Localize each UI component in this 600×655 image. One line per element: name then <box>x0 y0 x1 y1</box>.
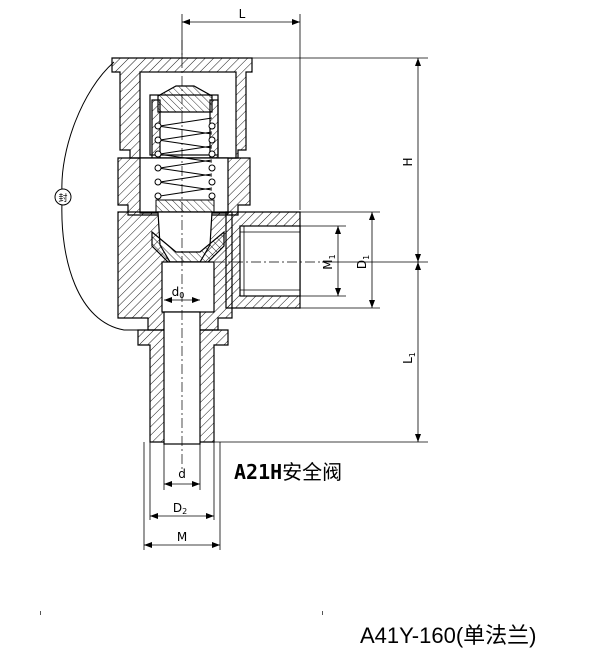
dim-label-H: H <box>401 157 415 166</box>
dimension-lines <box>143 14 428 550</box>
caption: A41Y-160(单法兰) <box>360 623 537 648</box>
dim-label-D1: D1 <box>355 255 371 269</box>
dim-label-d0: d0 <box>172 285 185 300</box>
dim-label-M: M <box>177 530 187 544</box>
dim-label-M1: M1 <box>321 254 337 269</box>
dim-label-d: d <box>178 467 186 481</box>
seal-label: 封 <box>58 192 67 204</box>
inlet-nozzle <box>137 311 229 445</box>
outlet-port <box>225 211 301 309</box>
dimension-arrows <box>144 19 421 548</box>
spring <box>154 117 216 213</box>
bonnet-cap <box>111 57 253 209</box>
tick-mark-left <box>40 611 41 615</box>
dim-label-D2: D2 <box>173 501 187 516</box>
dim-label-L: L <box>239 7 246 21</box>
drawing-title: A21H安全阀 <box>234 456 342 485</box>
title-name: 安全阀 <box>282 460 343 484</box>
tick-mark-right <box>322 611 323 615</box>
lead-seal <box>54 61 140 331</box>
title-model: A21H <box>234 460 283 484</box>
dim-label-L1: L1 <box>401 352 417 364</box>
